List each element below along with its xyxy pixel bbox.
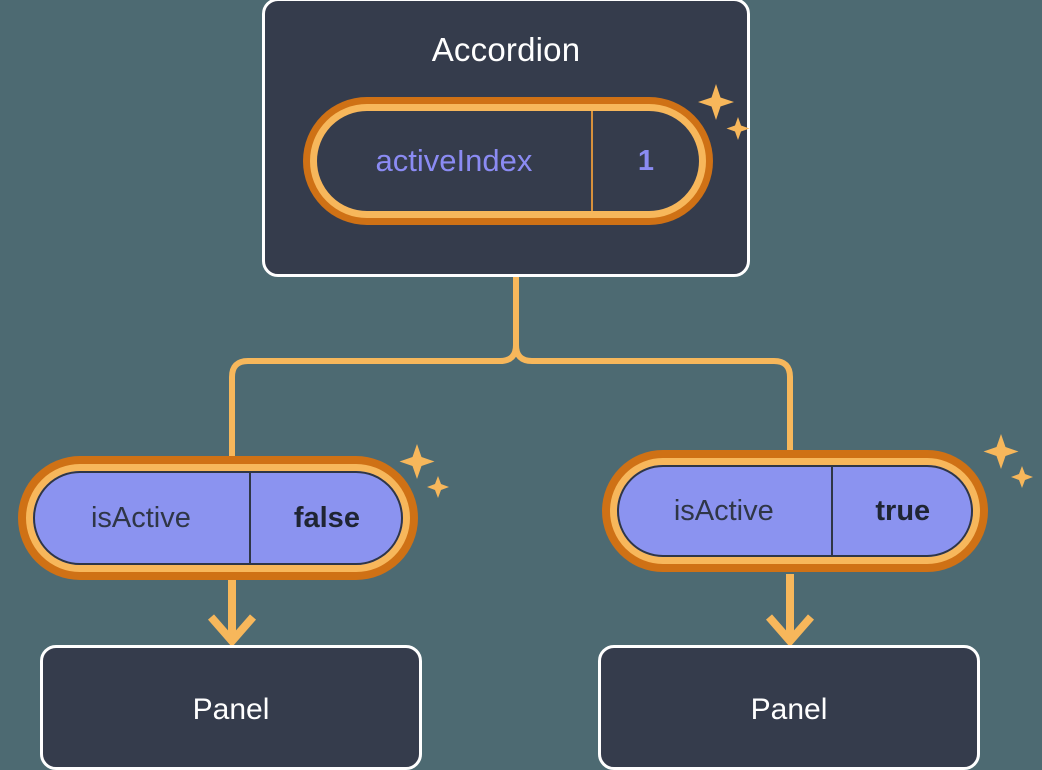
prop-value: false [293,501,360,534]
panel-title: Panel [192,693,270,726]
prop-key: isActive [617,465,833,557]
prop-key: isActive [33,471,251,565]
prop-pill[interactable]: activeIndex 1 [310,104,706,218]
prop-pill-activeindex[interactable]: activeIndex 1 [310,104,706,218]
panel-component-card-left[interactable]: Panel [40,645,422,770]
arrow-right-head [765,614,815,648]
connector-to-right-child [513,274,793,461]
prop-pill[interactable]: isActive true [610,458,980,564]
panel-title: Panel [750,693,828,726]
prop-pill-isactive-true[interactable]: isActive true [610,458,980,564]
prop-value: true [875,494,931,527]
connector-to-left-child [229,274,519,467]
prop-pill[interactable]: isActive false [26,464,410,572]
prop-key: activeIndex [317,111,593,211]
sparkles-icon [983,434,1033,488]
prop-value: 1 [637,144,655,177]
accordion-title: Accordion [431,31,581,68]
arrow-left-head [207,614,257,648]
panel-component-card-right[interactable]: Panel [598,645,980,770]
prop-pill-isactive-false[interactable]: isActive false [26,464,410,572]
